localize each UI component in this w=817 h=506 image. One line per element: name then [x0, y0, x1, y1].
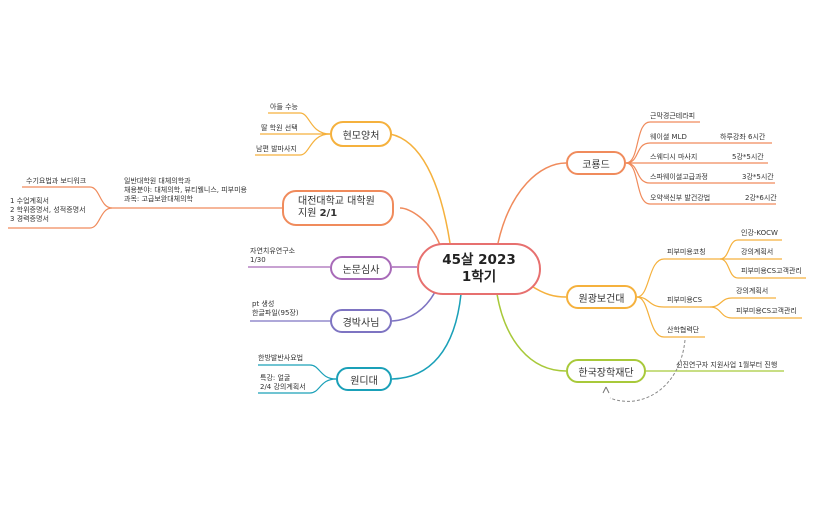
leaf-coaching-1[interactable]: 강의계획서 — [741, 248, 774, 256]
topic-hankuk-label: 한국장학재단 — [578, 367, 634, 379]
topic-wondi-label: 원디대 — [350, 375, 378, 387]
note-gyeongbak[interactable]: pt 생성 한글파일(95장) — [252, 300, 299, 317]
leaf-koryong-4-detail: 2강*6시간 — [745, 194, 777, 202]
subtopic-wonkwang-sanhak[interactable]: 산학협력단 — [667, 326, 700, 334]
leaf-cs-0[interactable]: 강의계획서 — [736, 287, 769, 295]
leaf-koryong-3-detail: 3강*5시간 — [742, 173, 774, 181]
topic-koryong-label: 코룡드 — [582, 159, 610, 171]
topic-koryong[interactable]: 코룡드 — [566, 151, 626, 175]
topic-gyeongbak[interactable]: 경박사님 — [330, 309, 392, 333]
leaf-wondi-1[interactable]: 특강: 얼굴 2/4 강의계획서 — [260, 374, 306, 391]
topic-daejeon[interactable]: 대전대학교 대학원 지원 2/1 — [282, 190, 394, 226]
subtopic-wonkwang-coaching[interactable]: 피부미용코칭 — [667, 248, 706, 256]
topic-wonkwang[interactable]: 원광보건대 — [566, 285, 637, 309]
topic-nonmun[interactable]: 논문심사 — [330, 256, 392, 280]
leaf-koryong-1[interactable]: 웨이셜 MLD — [650, 133, 687, 141]
leaf-cs-1[interactable]: 피부미용CS고객관리 — [736, 307, 797, 315]
note-daejeon[interactable]: 일반대학원 대체의학과 채용분야: 대체의학, 뷰티웰니스, 피부미용 과목: … — [124, 177, 247, 203]
leaf-hyeonmo-2[interactable]: 남편 발마사지 — [256, 145, 297, 153]
topic-gyeongbak-label: 경박사님 — [342, 317, 380, 329]
leaf-daejeon-1[interactable]: 1 수업계획서 2 학위증명서, 성적증명서 3 경력증명서 — [10, 197, 86, 223]
leaf-koryong-2-detail: 5강*5시간 — [732, 153, 764, 161]
leaf-coaching-0[interactable]: 인강-KOCW — [741, 229, 778, 237]
topic-daejeon-line1: 대전대학교 대학원 — [298, 196, 375, 207]
leaf-koryong-4[interactable]: 오약색신부 발건강법 — [650, 194, 711, 202]
topic-nonmun-label: 논문심사 — [342, 264, 380, 276]
central-topic-line1: 45살 2023 — [442, 252, 516, 268]
leaf-daejeon-0[interactable]: 수기요법과 보디워크 — [26, 177, 87, 185]
leaf-wondi-0[interactable]: 한방발반사요법 — [258, 354, 304, 362]
leaf-koryong-2[interactable]: 스웨디시 마사지 — [650, 153, 698, 161]
leaf-koryong-1-detail: 하루강좌 6시간 — [720, 133, 766, 141]
leaf-coaching-2[interactable]: 피부미용CS고객관리 — [741, 267, 802, 275]
topic-hyeonmo-label: 현모양처 — [342, 130, 380, 142]
subtopic-wonkwang-cs[interactable]: 피부미용CS — [667, 296, 703, 304]
leaf-koryong-3[interactable]: 스파웨이셜고급과정 — [650, 173, 708, 181]
topic-wondi[interactable]: 원디대 — [336, 367, 392, 391]
topic-hankuk[interactable]: 한국장학재단 — [566, 359, 646, 383]
note-nonmun[interactable]: 자연치유연구소 1/30 — [250, 247, 296, 264]
topic-daejeon-date: 2/1 — [319, 208, 338, 219]
leaf-hyeonmo-1[interactable]: 딸 학원 선택 — [261, 124, 298, 132]
topic-wonkwang-label: 원광보건대 — [578, 293, 625, 305]
topic-hyeonmo[interactable]: 현모양처 — [330, 121, 392, 147]
leaf-koryong-0[interactable]: 근막경근테라피 — [650, 112, 696, 120]
central-topic-line2: 1학기 — [461, 269, 497, 285]
note-hankuk[interactable]: 신진연구자 지원사업 1월부터 진행 — [676, 361, 778, 369]
leaf-hyeonmo-0[interactable]: 아들 수능 — [270, 103, 298, 111]
central-topic[interactable]: 45살 2023 1학기 — [417, 243, 541, 295]
topic-daejeon-line2-prefix: 지원 — [298, 208, 320, 219]
